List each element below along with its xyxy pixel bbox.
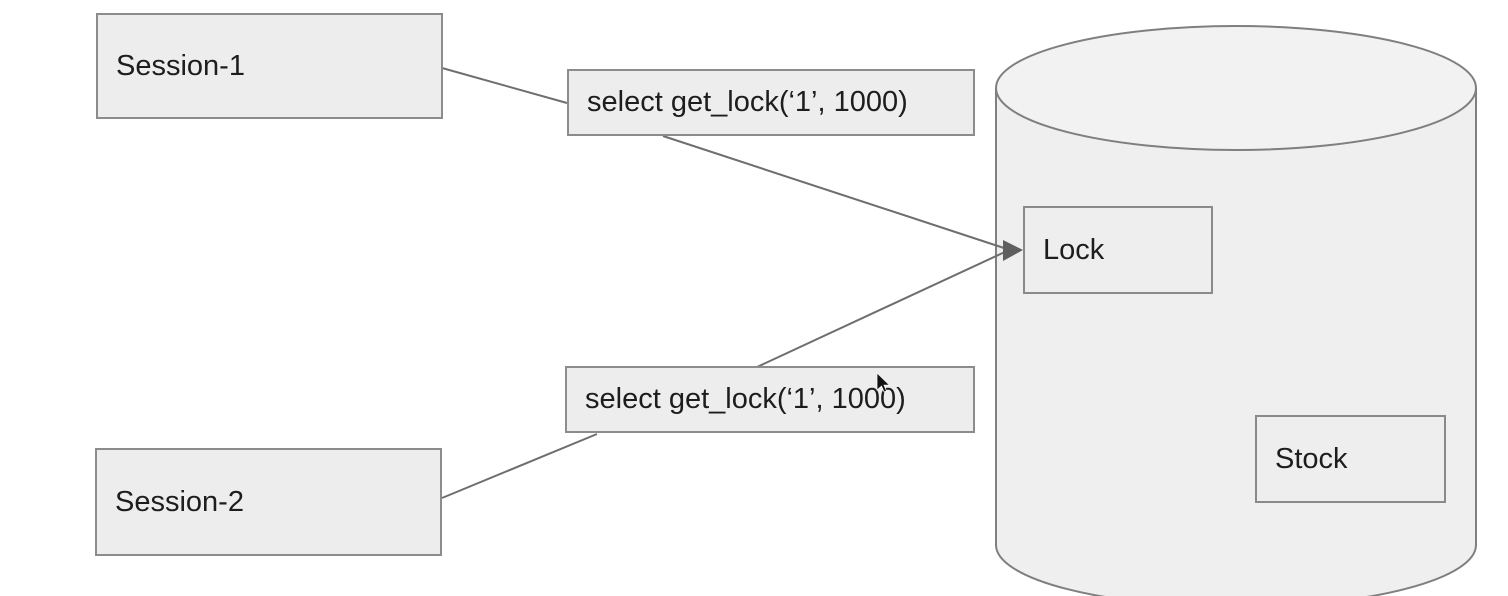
node-session-1: Session-1: [96, 13, 443, 119]
connector-session2-query2: [441, 433, 598, 499]
node-lock-label: Lock: [1043, 233, 1105, 266]
node-query-2: select get_lock(‘1’, 1000): [565, 366, 975, 433]
node-session-1-label: Session-1: [116, 49, 245, 82]
connector-query2-lock: [756, 250, 1008, 368]
node-query-1: select get_lock(‘1’, 1000): [567, 69, 975, 136]
node-stock: Stock: [1255, 415, 1446, 503]
database-cylinder-top: [995, 25, 1477, 151]
node-stock-label: Stock: [1275, 442, 1348, 475]
node-session-2: Session-2: [95, 448, 442, 556]
node-lock: Lock: [1023, 206, 1213, 294]
connector-query1-lock: [662, 135, 1008, 250]
mouse-pointer-icon: [876, 372, 891, 393]
arrowhead-icon: [1003, 240, 1023, 261]
node-query-2-label: select get_lock(‘1’, 1000): [585, 383, 906, 415]
node-query-1-label: select get_lock(‘1’, 1000): [587, 86, 908, 118]
connector-session1-query1: [441, 67, 568, 104]
node-session-2-label: Session-2: [115, 485, 244, 518]
